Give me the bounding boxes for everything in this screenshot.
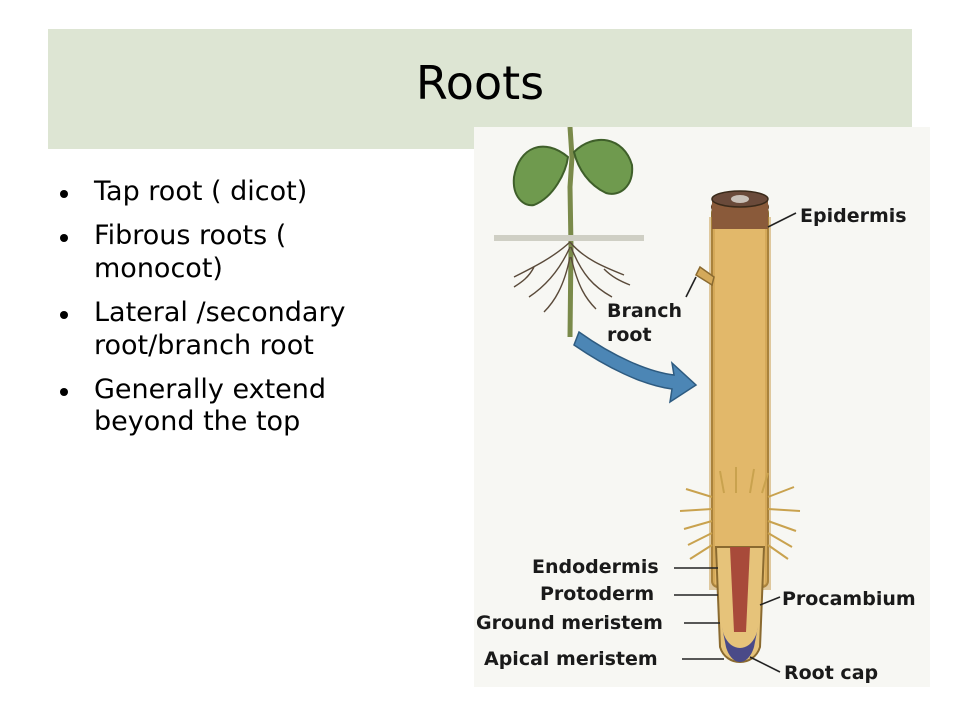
- bullet-item: Tap root ( dicot): [56, 176, 396, 208]
- bullet-item: Generally extend beyond the top: [56, 374, 396, 439]
- arrow-icon: [573, 330, 698, 404]
- label-root-cap: Root cap: [784, 662, 878, 684]
- bullet-dot-icon: [60, 387, 68, 396]
- bullet-list: Tap root ( dicot) Fibrous roots ( monoco…: [56, 176, 396, 451]
- bullet-item: Lateral /secondary root/branch root: [56, 297, 396, 362]
- bullet-dot-icon: [60, 234, 68, 243]
- label-root: root: [607, 324, 652, 346]
- bullet-text: Fibrous roots ( monocot): [94, 220, 287, 284]
- label-branch: Branch: [607, 300, 682, 322]
- bullet-text: Lateral /secondary root/branch root: [94, 297, 346, 361]
- bullet-dot-icon: [60, 190, 68, 198]
- label-epidermis: Epidermis: [800, 205, 907, 227]
- label-endodermis: Endodermis: [532, 556, 659, 578]
- label-apical-meristem: Apical meristem: [484, 648, 658, 670]
- root-diagram: Epidermis Branch root Endodermis Protode…: [474, 127, 930, 687]
- slide-title: Roots: [415, 56, 545, 110]
- seedling-illustration: [494, 127, 644, 338]
- bullet-dot-icon: [60, 311, 68, 320]
- bullet-text: Generally extend beyond the top: [94, 373, 327, 438]
- label-ground-meristem: Ground meristem: [476, 612, 663, 634]
- bullet-text: Tap root ( dicot): [94, 176, 308, 207]
- label-protoderm: Protoderm: [540, 583, 654, 605]
- bullet-item: Fibrous roots ( monocot): [56, 220, 396, 285]
- root-body: [679, 190, 801, 663]
- label-procambium: Procambium: [782, 588, 916, 610]
